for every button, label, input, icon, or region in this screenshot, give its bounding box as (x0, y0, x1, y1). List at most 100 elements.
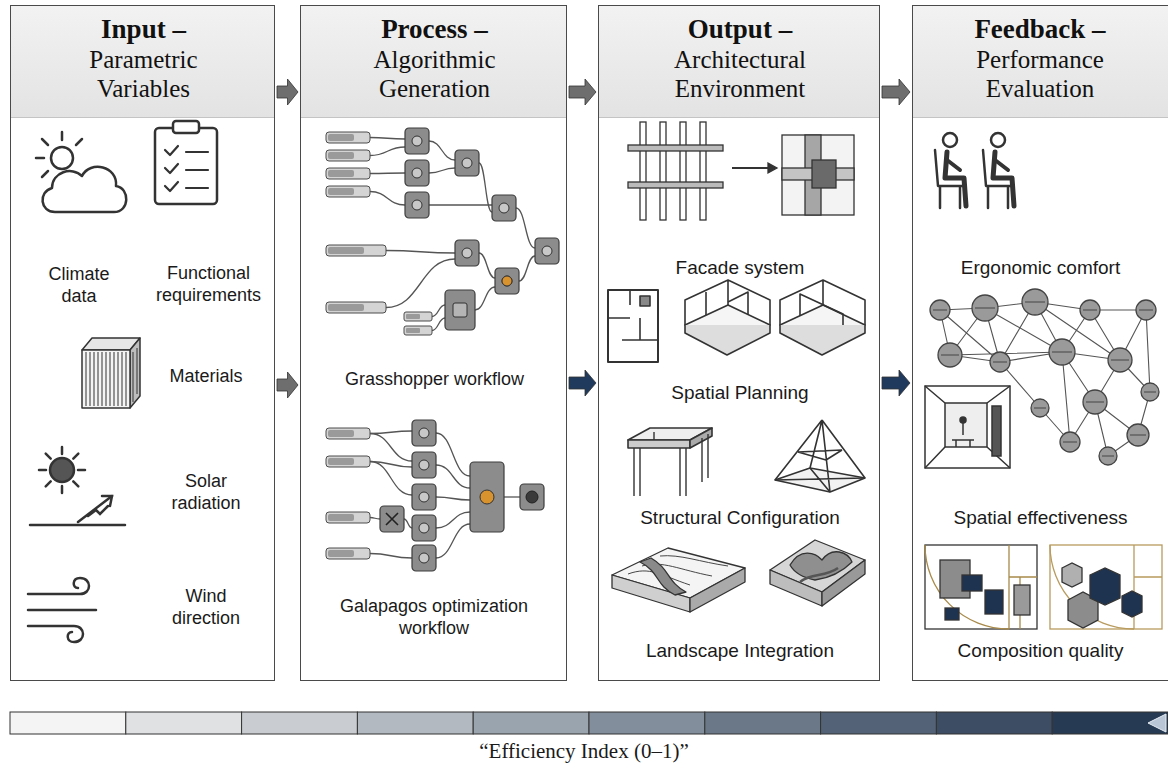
ergonomic-icon (983, 150, 1012, 208)
galapagos-graph (326, 428, 370, 439)
solar-icon (39, 469, 46, 472)
solar-icon (30, 524, 125, 527)
galapagos-graph (412, 545, 436, 571)
grasshopper-graph (370, 147, 405, 156)
stage-subtitle: Algorithmic Generation (335, 46, 535, 104)
grasshopper-graph (326, 302, 386, 313)
grasshopper-graph (432, 305, 445, 317)
plan-illustration (685, 325, 770, 355)
stage-panel: Output –Architectural EnvironmentFacade … (598, 5, 880, 681)
ergonomic-icon (991, 133, 1005, 147)
stage-title: Process – (301, 14, 568, 45)
climate-icon (42, 171, 48, 177)
stage-title: Output – (599, 14, 881, 45)
solar-icon (30, 447, 125, 525)
efficiency-bar (10, 712, 1168, 734)
item-label: Materials (151, 366, 261, 388)
ergonomic-icon (993, 152, 1014, 206)
composition-illustration (925, 545, 1037, 629)
composition-illustration (945, 608, 959, 620)
solar-icon (46, 454, 51, 459)
galapagos-graph (470, 462, 504, 532)
grasshopper-graph (370, 192, 405, 206)
galapagos-graph (326, 420, 544, 571)
ergonomic-icon (943, 133, 957, 147)
galapagos-graph (436, 497, 470, 500)
facade-illustration (660, 122, 666, 220)
item-label: Grasshopper workflow (311, 369, 558, 391)
composition-illustration (1090, 568, 1120, 605)
efficiency-bar (705, 712, 821, 734)
room-illustration (952, 440, 974, 447)
stage-subtitle: Parametric Variables (44, 46, 244, 104)
room-illustration (945, 403, 987, 447)
galapagos-graph (326, 456, 370, 467)
room-illustration (992, 406, 1001, 456)
material-icon (133, 348, 137, 402)
plan-illustration (608, 280, 865, 362)
efficiency-bar (357, 712, 473, 734)
solar-icon (50, 458, 74, 482)
solar-icon (73, 481, 78, 486)
wind-icon (28, 578, 89, 594)
grasshopper-graph (502, 276, 512, 286)
structure-illustration (634, 432, 708, 496)
grasshopper-graph (479, 163, 492, 212)
plan-illustration (780, 280, 865, 325)
facade-illustration (782, 135, 854, 215)
climate-icon (42, 139, 48, 145)
structure-illustration (775, 420, 865, 492)
network-graph (940, 302, 1150, 456)
facade-illustration (628, 145, 723, 151)
galapagos-graph (412, 420, 436, 446)
grasshopper-graph (404, 312, 432, 321)
galapagos-graph (412, 484, 436, 510)
galapagos-graph (412, 452, 436, 478)
stage-panel: Input –Parametric VariablesClimate dataF… (10, 5, 275, 681)
galapagos-graph (436, 433, 470, 476)
efficiency-bar (821, 712, 937, 734)
stage-title: Input – (11, 14, 276, 45)
grasshopper-graph (404, 326, 432, 335)
item-label: Solar radiation (151, 471, 261, 515)
grasshopper-graph (326, 245, 386, 256)
grasshopper-graph (326, 132, 370, 143)
item-label: Spatial effectiveness (918, 506, 1163, 529)
material-icon (130, 338, 140, 408)
climate-icon (61, 132, 64, 140)
facade-illustration (628, 122, 854, 220)
ergonomic-icon (935, 133, 1014, 208)
requirements-icon (155, 121, 217, 204)
plan-illustration (780, 325, 865, 355)
stage-panel: Feedback –Performance EvaluationErgonomi… (912, 5, 1168, 681)
grasshopper-graph (370, 172, 405, 174)
solar-icon (61, 486, 64, 493)
grasshopper-graph (386, 251, 455, 254)
item-label: Ergonomic comfort (918, 256, 1163, 279)
facade-illustration (640, 122, 646, 220)
room-illustration (925, 386, 1010, 468)
composition-illustration (925, 545, 1162, 629)
composition-illustration (962, 575, 982, 591)
grasshopper-graph (453, 303, 467, 317)
galapagos-graph (370, 554, 412, 559)
stage-panel: Process –Algorithmic GenerationGrasshopp… (300, 5, 567, 681)
plan-illustration (685, 280, 770, 325)
climate-icon (76, 139, 82, 145)
climate-icon (36, 157, 44, 160)
grasshopper-graph (405, 128, 429, 154)
room-illustration (925, 386, 1010, 468)
grasshopper-graph (519, 256, 535, 281)
efficiency-bar (589, 712, 705, 734)
grasshopper-graph (429, 168, 455, 173)
grasshopper-graph (429, 204, 492, 205)
material-icon (86, 352, 126, 406)
wind-icon (28, 578, 96, 642)
item-label: Structural Configuration (609, 506, 871, 529)
galapagos-graph (504, 496, 520, 497)
wind-icon (28, 626, 83, 642)
solar-icon (102, 496, 112, 506)
climate-icon (51, 147, 73, 169)
grasshopper-graph (405, 192, 429, 218)
